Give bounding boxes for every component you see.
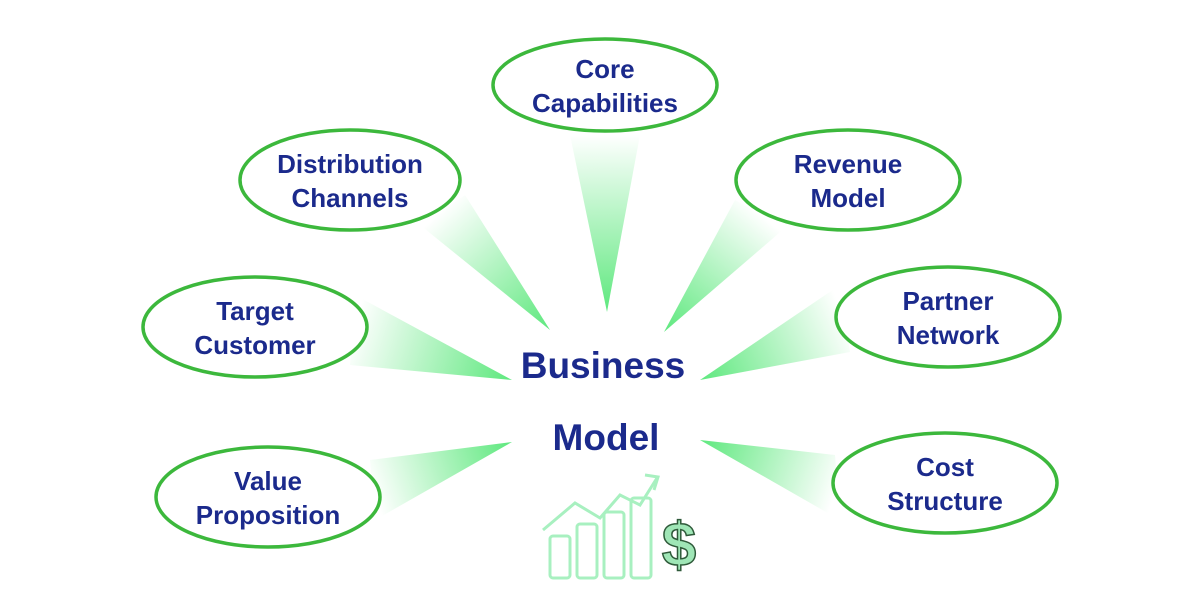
node-label-line: Core xyxy=(575,54,634,84)
center-title: Business Model xyxy=(521,345,686,458)
beams xyxy=(350,135,850,520)
beam-distribution-channels xyxy=(420,195,550,330)
beam-cost-structure xyxy=(700,440,840,520)
node-label-line: Target xyxy=(216,296,294,326)
node-label-line: Customer xyxy=(194,330,315,360)
beam-value-proposition xyxy=(370,442,512,520)
node-label-line: Capabilities xyxy=(532,88,678,118)
svg-text:$: $ xyxy=(662,511,696,580)
dollar-sign-icon: $ xyxy=(661,510,697,581)
center-title-line2: Model xyxy=(553,417,660,458)
node-ellipse xyxy=(831,431,1059,535)
node-ellipse xyxy=(141,275,369,379)
node-label-line: Cost xyxy=(916,452,974,482)
beam-partner-network xyxy=(700,285,850,380)
node-ellipse xyxy=(834,265,1062,369)
node-ellipse xyxy=(491,37,719,133)
node-label-line: Revenue xyxy=(794,149,902,179)
node-label-line: Structure xyxy=(887,486,1003,516)
node-ellipse xyxy=(734,128,962,232)
node-label-line: Distribution xyxy=(277,149,423,179)
node-label-line: Model xyxy=(810,183,885,213)
node-label-line: Proposition xyxy=(196,500,340,530)
beam-core-capabilities xyxy=(570,135,640,312)
node-label-line: Value xyxy=(234,466,302,496)
node-label-line: Network xyxy=(897,320,1000,350)
beam-revenue-model xyxy=(664,200,785,332)
center-title-line1: Business xyxy=(521,345,686,386)
node-ellipse xyxy=(154,445,382,549)
node-label-line: Partner xyxy=(902,286,993,316)
node-label-line: Channels xyxy=(291,183,408,213)
beam-target-customer xyxy=(350,295,512,380)
node-ellipse xyxy=(238,128,462,232)
growth-chart-icon xyxy=(542,473,660,580)
